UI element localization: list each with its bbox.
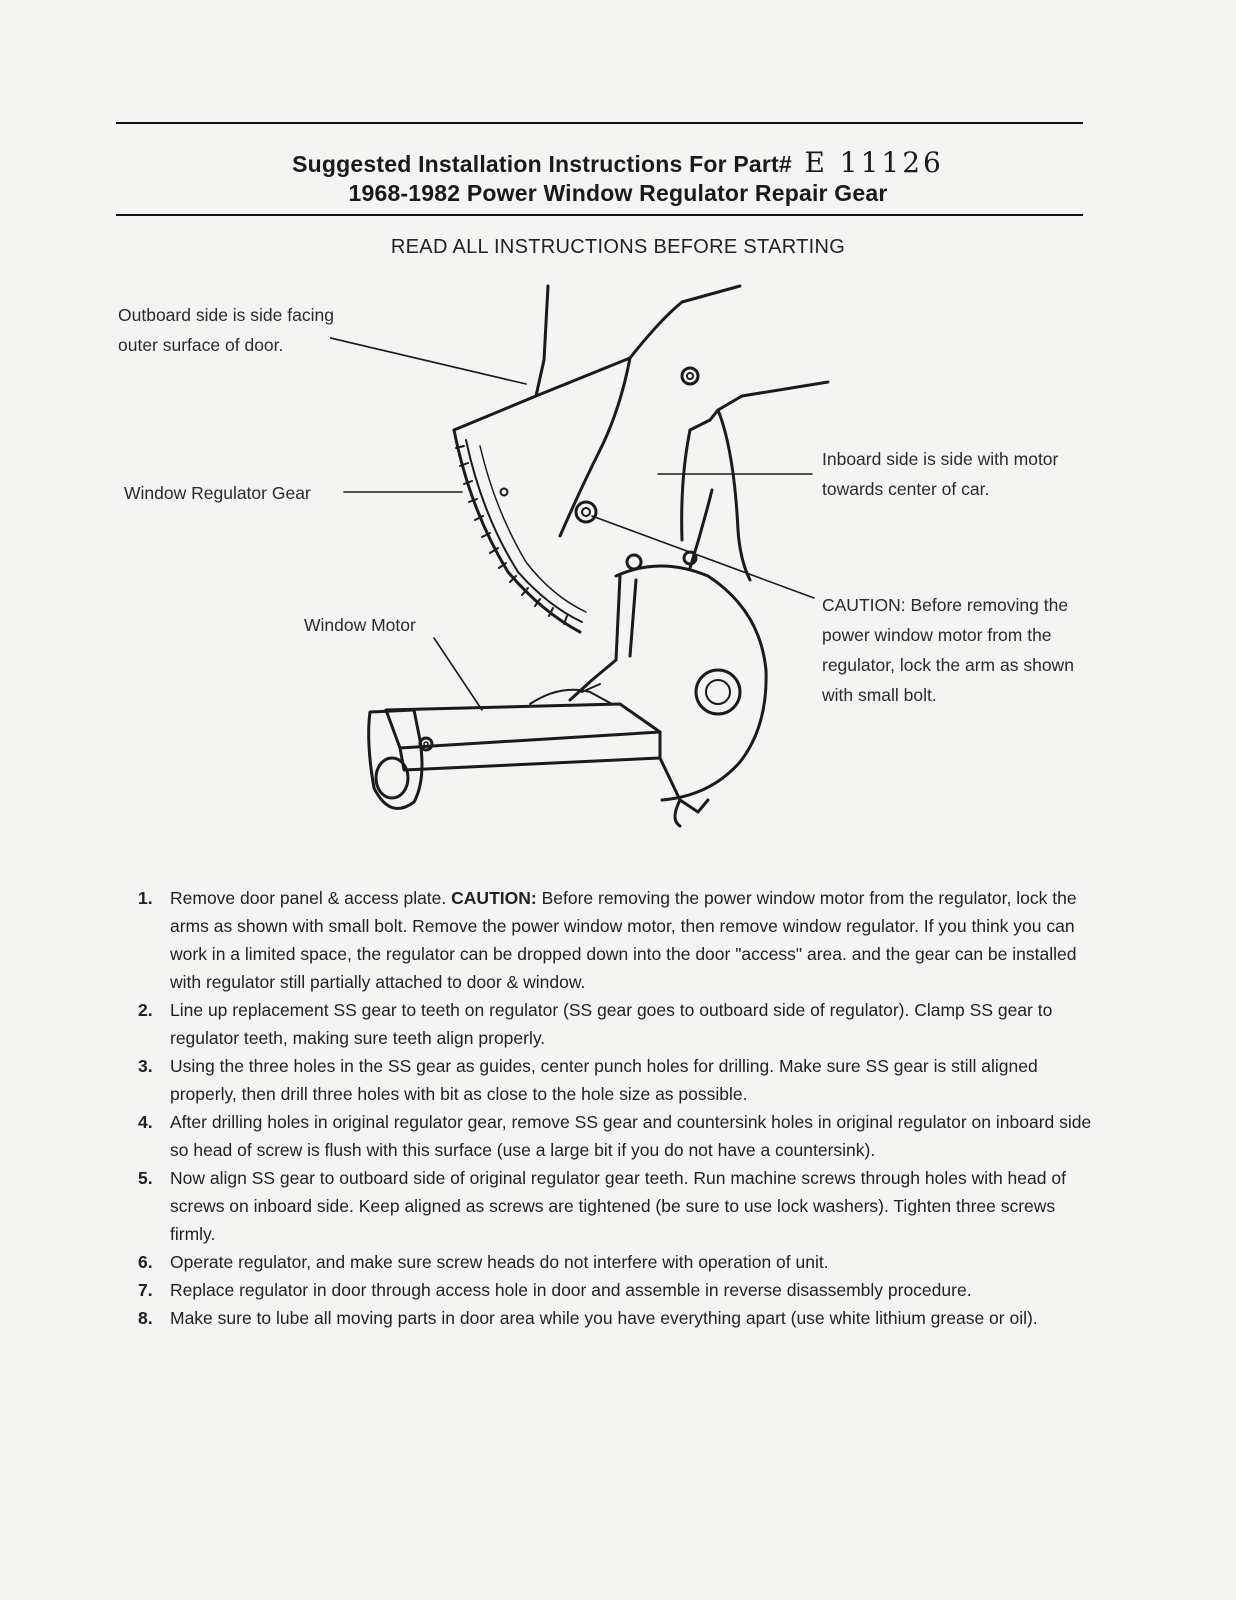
step-number: 1. xyxy=(138,888,153,908)
step-text: Now align SS gear to outboard side of or… xyxy=(170,1168,1066,1244)
step-item: 5. Now align SS gear to outboard side of… xyxy=(134,1164,1094,1248)
step-item: 8. Make sure to lube all moving parts in… xyxy=(134,1304,1094,1332)
callout-motor: Window Motor xyxy=(304,615,416,635)
regulator-diagram xyxy=(330,284,830,828)
title-line-2: 1968-1982 Power Window Regulator Repair … xyxy=(348,180,888,206)
step-item: 7. Replace regulator in door through acc… xyxy=(134,1276,1094,1304)
step-text: Make sure to lube all moving parts in do… xyxy=(170,1308,1038,1328)
title-text: Suggested Installation Instructions For … xyxy=(292,151,792,177)
part-number: E 11126 xyxy=(804,146,944,179)
callout-caution: CAUTION: Before removing the power windo… xyxy=(822,595,1074,705)
callout-gear: Window Regulator Gear xyxy=(124,483,311,503)
step-text: Before removing the power window motor f… xyxy=(170,888,1077,992)
step-item: 4. After drilling holes in original regu… xyxy=(134,1108,1094,1164)
step-item: 1. Remove door panel & access plate. CAU… xyxy=(134,884,1094,996)
step-number: 6. xyxy=(138,1252,153,1272)
step-item: 2. Line up replacement SS gear to teeth … xyxy=(134,996,1094,1052)
step-number: 3. xyxy=(138,1056,153,1076)
title-line-1: Suggested Installation Instructions For … xyxy=(0,146,1236,179)
step-item: 6. Operate regulator, and make sure scre… xyxy=(134,1248,1094,1276)
callout-outboard: Outboard side is side facing outer surfa… xyxy=(118,305,334,355)
step-text: After drilling holes in original regulat… xyxy=(170,1112,1092,1160)
step-number: 4. xyxy=(138,1112,153,1132)
step-number: 7. xyxy=(138,1280,153,1300)
read-all-notice: READ ALL INSTRUCTIONS BEFORE STARTING xyxy=(390,236,846,258)
top-rule xyxy=(116,122,1083,124)
step-text: Operate regulator, and make sure screw h… xyxy=(170,1252,829,1272)
bottom-rule xyxy=(116,214,1083,216)
step-number: 8. xyxy=(138,1308,153,1328)
step-number: 2. xyxy=(138,1000,153,1020)
step-item: 3. Using the three holes in the SS gear … xyxy=(134,1052,1094,1108)
step-text: Line up replacement SS gear to teeth on … xyxy=(170,1000,1053,1048)
step-text-intro: Remove door panel & access plate. xyxy=(170,888,447,908)
step-text: Using the three holes in the SS gear as … xyxy=(170,1056,1038,1104)
callout-inboard: Inboard side is side with motor towards … xyxy=(822,449,1059,499)
step-text: Replace regulator in door through access… xyxy=(170,1280,972,1300)
instruction-steps: 1. Remove door panel & access plate. CAU… xyxy=(134,884,1094,1332)
step-caution-label: CAUTION: xyxy=(451,888,537,908)
step-number: 5. xyxy=(138,1168,153,1188)
